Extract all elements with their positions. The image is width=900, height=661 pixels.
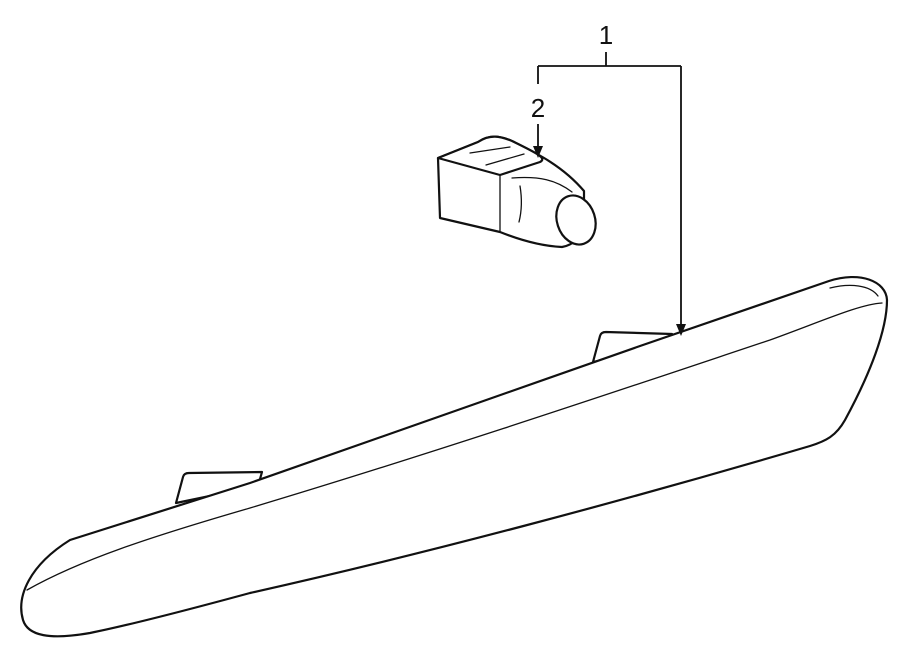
bulb-socket — [436, 135, 597, 249]
side-marker-lamp — [20, 276, 889, 638]
mounting-tab-left — [174, 470, 264, 505]
callout-leader-1 — [537, 52, 686, 336]
lens-edge-line — [26, 302, 883, 591]
bulb-icon — [555, 194, 597, 246]
callout-label-2: 2 — [531, 93, 545, 123]
socket-top-face — [436, 135, 544, 177]
lens-top-highlight — [829, 284, 879, 297]
callout-leader-2 — [533, 124, 543, 158]
callout-label-1: 1 — [599, 20, 613, 50]
